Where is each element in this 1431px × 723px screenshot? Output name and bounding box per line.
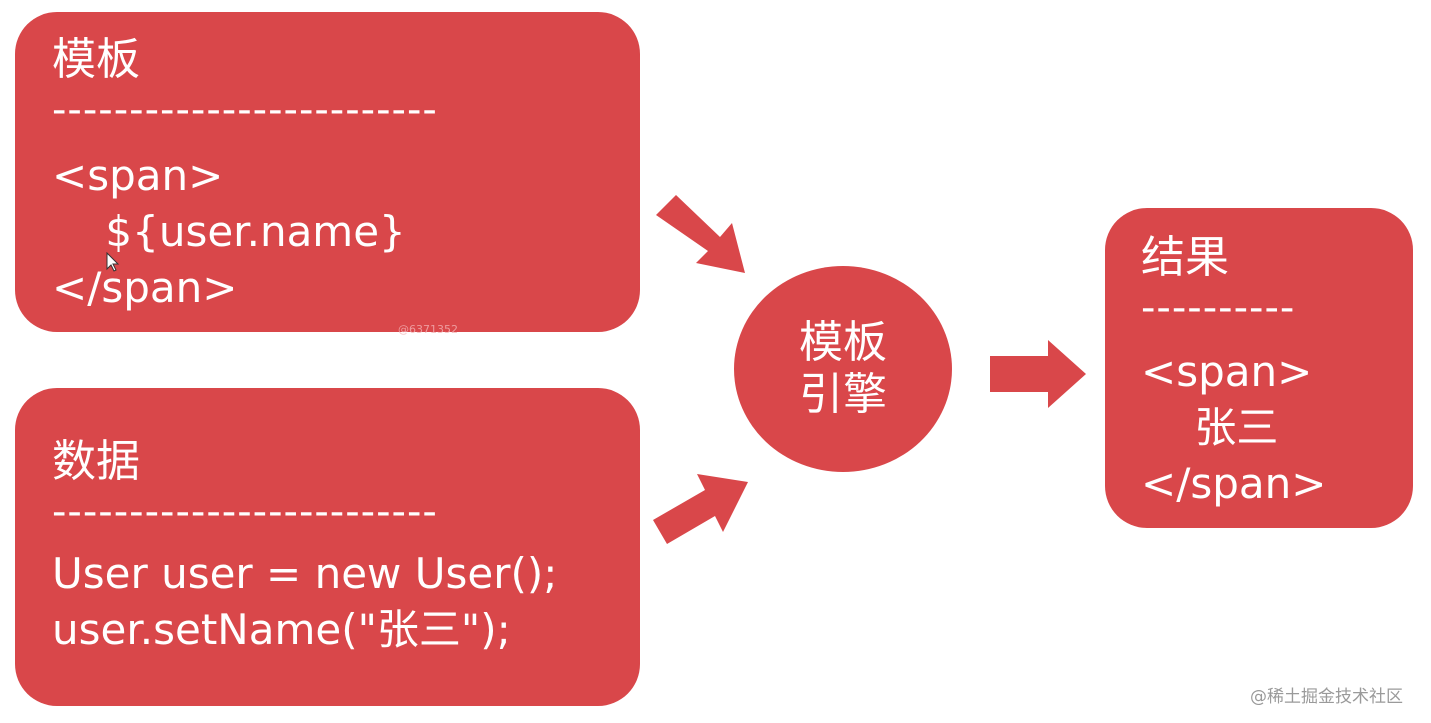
template-line-3: </span> bbox=[52, 263, 238, 312]
template-box: 模板 ------------------------- <span> ${us… bbox=[15, 12, 640, 332]
template-box-title: 模板 bbox=[52, 34, 140, 85]
template-line-2: ${user.name} bbox=[52, 207, 406, 256]
arrow-data-to-engine-icon bbox=[653, 474, 748, 544]
engine-label-2: 引擎 bbox=[799, 369, 887, 420]
result-line-1: <span> bbox=[1141, 347, 1313, 396]
mouse-cursor-icon bbox=[106, 252, 120, 272]
result-line-3: </span> bbox=[1141, 459, 1327, 508]
data-box: 数据 ------------------------- User user =… bbox=[15, 388, 640, 706]
template-box-separator: ------------------------- bbox=[52, 90, 438, 130]
engine-circle: 模板 引擎 bbox=[734, 266, 952, 472]
arrow-engine-to-result-icon bbox=[990, 340, 1086, 408]
result-box: 结果 ---------- <span> 张三 </span> bbox=[1105, 208, 1413, 528]
site-watermark: @稀土掘金技术社区 bbox=[1250, 687, 1403, 707]
template-line-1: <span> bbox=[52, 151, 224, 200]
arrow-template-to-engine-icon bbox=[656, 195, 745, 273]
result-box-separator: ---------- bbox=[1141, 288, 1296, 328]
result-line-2: 张三 bbox=[1141, 403, 1279, 452]
data-line-2: user.setName("张三"); bbox=[52, 605, 511, 654]
data-box-title: 数据 bbox=[52, 436, 140, 487]
engine-label-1: 模板 bbox=[799, 317, 887, 368]
mini-watermark: @6371352 bbox=[398, 323, 458, 336]
data-box-separator: ------------------------- bbox=[52, 492, 438, 532]
result-box-title: 结果 bbox=[1141, 232, 1229, 283]
data-line-1: User user = new User(); bbox=[52, 549, 558, 598]
